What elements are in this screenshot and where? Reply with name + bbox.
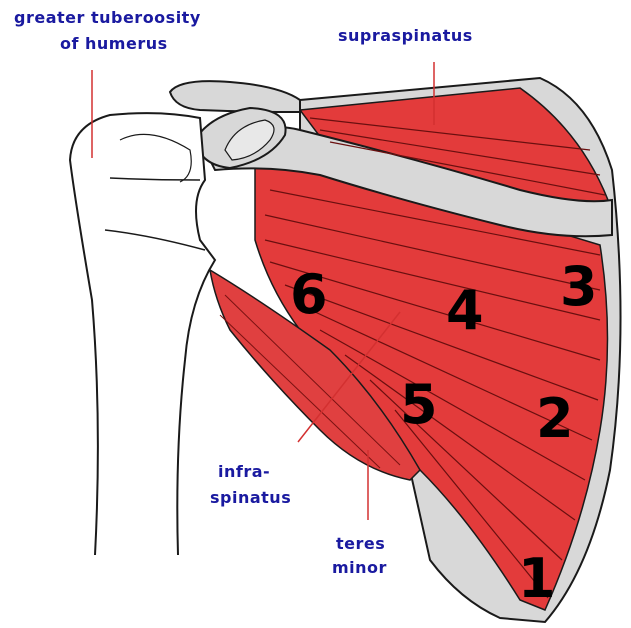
label-greater-tuberosity-line1: greater tuberoosity	[14, 8, 201, 27]
label-infraspinatus-line2: spinatus	[210, 488, 291, 507]
region-number-2: 2	[536, 392, 574, 446]
label-infraspinatus-line1: infra-	[218, 462, 270, 481]
region-number-5: 5	[400, 378, 438, 432]
region-number-3: 3	[560, 260, 598, 314]
acromion	[170, 81, 300, 112]
region-number-4: 4	[446, 284, 484, 338]
label-supraspinatus: supraspinatus	[338, 26, 473, 45]
label-teres-minor-line1: teres	[336, 534, 385, 553]
region-number-6: 6	[290, 268, 328, 322]
region-number-1: 1	[518, 552, 556, 606]
label-greater-tuberosity-line2: of humerus	[60, 34, 168, 53]
label-teres-minor-line2: minor	[332, 558, 387, 577]
